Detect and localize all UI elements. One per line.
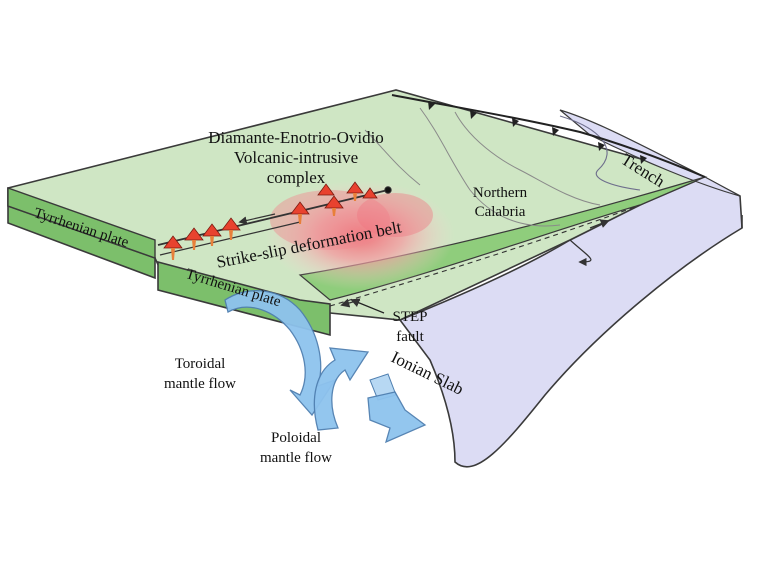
northern-calabria-label-line2: Calabria	[475, 204, 526, 220]
slab-contour	[559, 115, 641, 191]
trench-line	[391, 94, 706, 178]
complex-label-line3: complex	[267, 168, 326, 187]
volcano-icon	[362, 187, 378, 199]
volcano-icon	[163, 235, 183, 260]
toroidal-label-line1: Toroidal	[175, 356, 226, 372]
volcano-icon	[290, 201, 310, 224]
slab-surface-ribbon	[559, 109, 741, 197]
step-fault-label-line1: STEP	[392, 309, 427, 325]
topographic-contours	[364, 107, 601, 227]
trench-tooth-icon	[428, 101, 647, 164]
step-fault-pointer	[350, 298, 385, 314]
volcano-icon	[202, 223, 222, 246]
toroidal-label-line2: mantle flow	[164, 376, 236, 392]
volcano-icon	[221, 217, 241, 240]
complex-label-line2: Volcanic-intrusive	[234, 148, 358, 167]
ionian-slab	[398, 174, 743, 468]
volcano-icon	[317, 183, 335, 196]
poloidal-label-line2: mantle flow	[260, 450, 332, 466]
poloidal-flow-arrow	[313, 347, 427, 444]
volcano-icon	[346, 181, 364, 201]
volcano-group	[163, 181, 378, 260]
volcano-icon	[324, 195, 344, 216]
volcano-icon	[184, 227, 204, 250]
poloidal-label-line1: Poloidal	[271, 430, 321, 446]
tyrrhenian-plate-left-face-front	[7, 187, 156, 259]
complex-label-line1: Diamante-Enotrio-Ovidio	[208, 128, 384, 147]
step-fault-label-line2: fault	[396, 329, 424, 345]
northern-calabria-label-line1: Northern	[473, 185, 528, 201]
